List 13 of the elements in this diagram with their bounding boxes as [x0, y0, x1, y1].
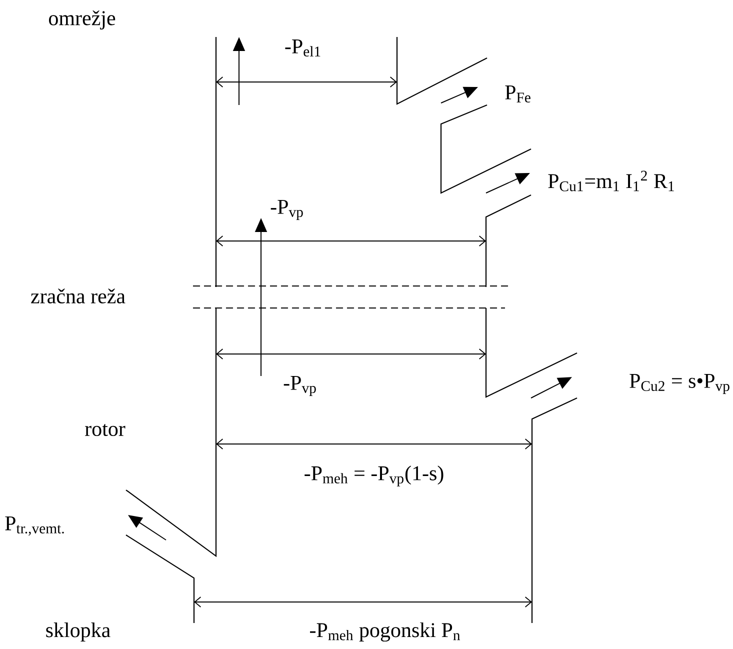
- power-label: -P$_{vp}$: [284, 376, 316, 396]
- region-label: omrežje: [49, 10, 116, 30]
- region-label: zračna reža: [31, 288, 126, 304]
- power-label: P$_{Fe}$: [505, 86, 530, 102]
- power-label: P$_{Cu1}$=m$_{1}$ I$_{1}$$^{2}$ R$_{1}$: [548, 170, 674, 192]
- region-label: sklopka: [46, 622, 110, 642]
- power-label: -P$_{meh}$ pogonski P$_{n}$: [310, 622, 460, 642]
- region-label: rotor: [85, 424, 126, 436]
- power-label: P$_{tr.,vemt.}$: [5, 516, 64, 536]
- power-label: P$_{Cu2}$ = s•P$_{vp}$: [630, 374, 730, 394]
- power-label: -P$_{vp}$: [270, 200, 303, 220]
- power-label: -P$_{meh}$ = -P$_{vp}$(1-s): [304, 466, 444, 486]
- power-label: -P$_{el1}$: [285, 40, 320, 56]
